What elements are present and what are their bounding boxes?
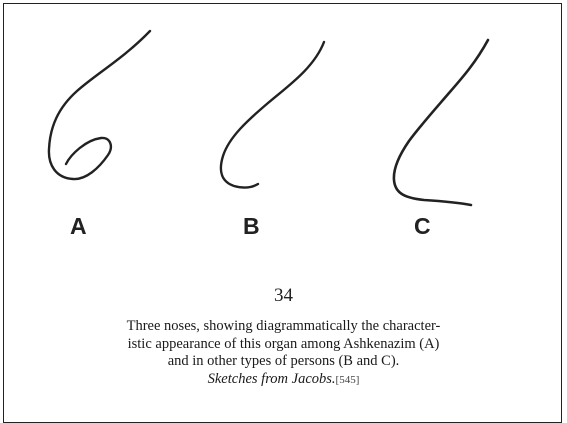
caption-line-3: and in other types of persons (B and C).	[0, 353, 567, 371]
label-c: C	[414, 215, 431, 238]
page-number: 34	[0, 286, 567, 305]
caption-source: Sketches from Jacobs.[545]	[0, 371, 567, 390]
nose-profile-b-icon	[221, 42, 324, 187]
caption-line-2: istic appearance of this organ among Ash…	[0, 336, 567, 354]
caption-reference: [545]	[336, 374, 360, 386]
caption-source-text: Sketches from Jacobs.	[208, 371, 336, 387]
caption-line-1: Three noses, showing diagrammatically th…	[0, 318, 567, 336]
nose-profile-a-icon	[49, 31, 150, 179]
nose-profile-c-icon	[394, 40, 488, 205]
label-a: A	[70, 215, 87, 238]
figure-caption: Three noses, showing diagrammatically th…	[0, 318, 567, 389]
label-b: B	[243, 215, 260, 238]
